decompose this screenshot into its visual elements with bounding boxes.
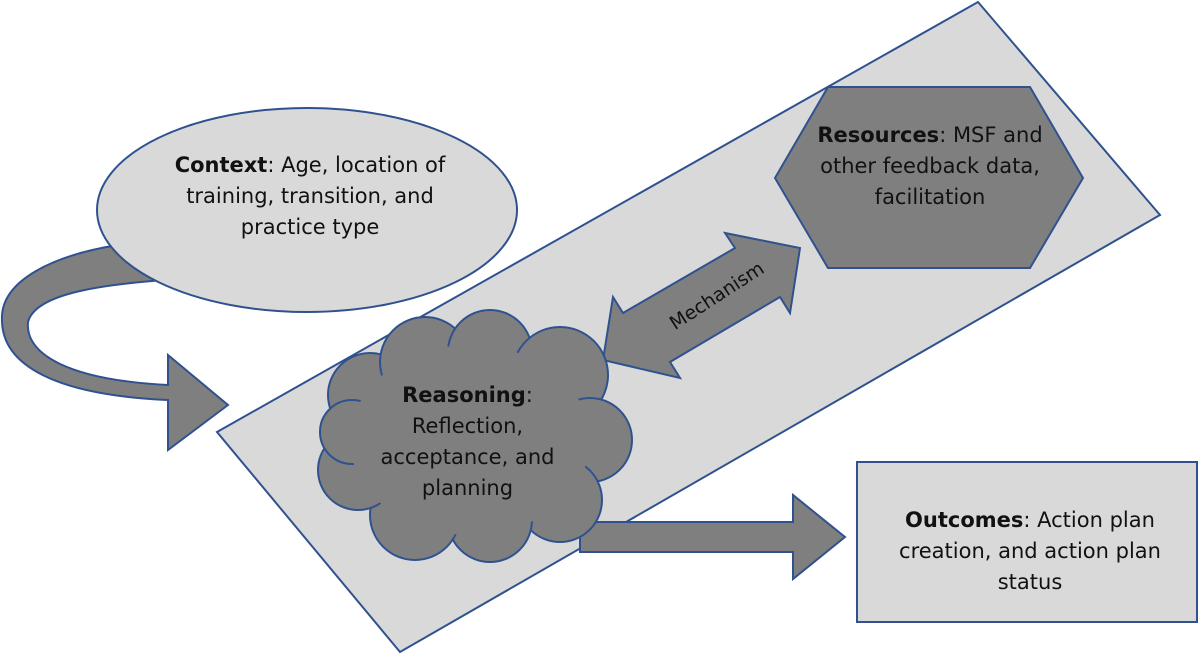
context-ellipse (96, 107, 518, 313)
outcomes-text: : Action plan creation, and action plan … (899, 508, 1161, 594)
reasoning-title: Reasoning (402, 383, 526, 407)
outcomes-arrow (579, 492, 847, 582)
outcomes-box (856, 461, 1198, 623)
context-label: Context: Age, location of training, tran… (150, 150, 470, 243)
context-curved-arrow (0, 243, 230, 452)
reasoning-label: Reasoning: Reflection, acceptance, and p… (355, 380, 580, 504)
resources-text: : MSF and other feedback data, facilitat… (820, 123, 1043, 209)
resources-label: Resources: MSF and other feedback data, … (800, 120, 1060, 213)
outcomes-title: Outcomes (905, 508, 1024, 532)
context-title: Context (174, 153, 268, 177)
context-text: : Age, location of training, transition,… (186, 153, 446, 239)
reasoning-text: : Reflection, acceptance, and planning (380, 383, 555, 500)
reasoning-cloud (317, 309, 633, 563)
mechanism-double-arrow (601, 231, 802, 380)
resources-hexagon (773, 86, 1085, 269)
resources-title: Resources (817, 123, 940, 147)
outcomes-label: Outcomes: Action plan creation, and acti… (870, 505, 1190, 598)
